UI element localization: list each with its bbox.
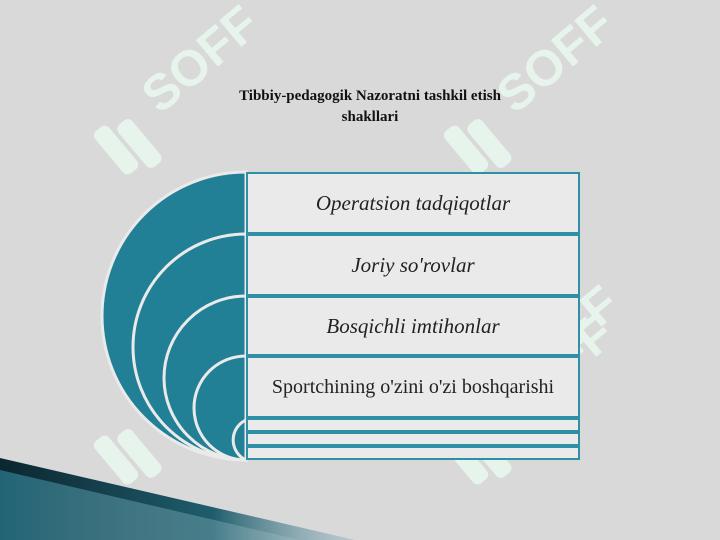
watermark-logo-icon xyxy=(443,119,512,175)
empty-strip xyxy=(246,432,580,446)
arc-core xyxy=(231,417,248,463)
title-line-1: Tibbiy-pedagogik Nazoratni tashkil etish xyxy=(239,88,501,104)
title-line-2: shakllari xyxy=(341,109,399,125)
nested-arcs xyxy=(100,170,248,463)
item-label: Bosqichli imtihonlar xyxy=(326,313,500,338)
item-box-joriy: Joriy so'rovlar xyxy=(246,234,580,296)
item-box-bosqichli: Bosqichli imtihonlar xyxy=(246,296,580,356)
corner-swoosh-light xyxy=(0,470,300,540)
item-label: Sportchining o'zini o'zi boshqarishi xyxy=(271,375,555,398)
empty-strip xyxy=(246,446,580,460)
item-box-operatsion: Operatsion tadqiqotlar xyxy=(246,172,580,234)
item-label: Joriy so'rovlar xyxy=(351,252,475,277)
watermark-logo-icon xyxy=(93,429,162,485)
empty-strip xyxy=(246,418,580,432)
item-box-sportchining: Sportchining o'zini o'zi boshqarishi xyxy=(246,356,580,418)
watermark-logo-icon xyxy=(93,119,162,175)
item-label: Operatsion tadqiqotlar xyxy=(315,190,511,215)
slide-title: Tibbiy-pedagogik Nazoratni tashkil etish… xyxy=(190,86,550,128)
